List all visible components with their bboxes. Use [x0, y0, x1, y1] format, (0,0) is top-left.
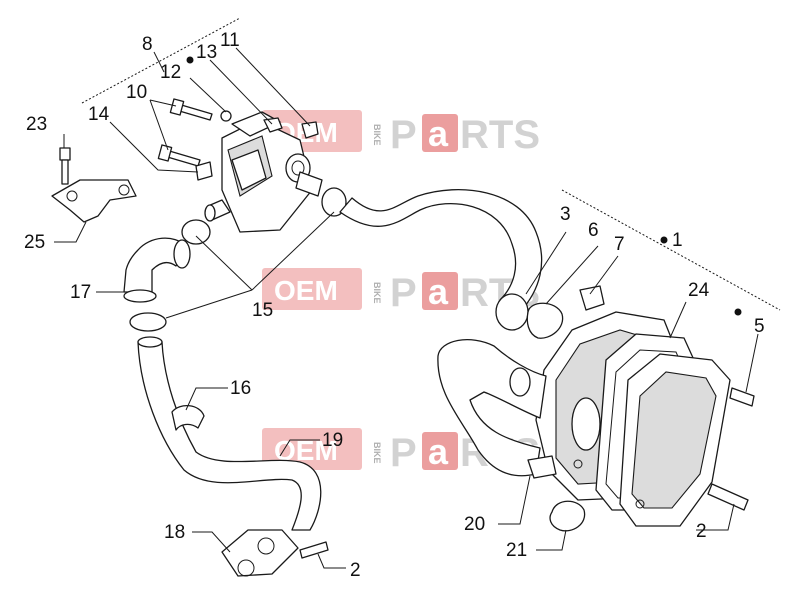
callout-1: 1 [672, 230, 683, 251]
svg-text:a: a [428, 431, 449, 472]
callout-14: 14 [88, 104, 110, 125]
svg-text:RTS: RTS [460, 113, 540, 157]
marker-dot-24 [734, 308, 742, 316]
callout-21: 21 [506, 540, 527, 561]
clamp-15-b [129, 312, 167, 332]
callout-13: 13 [196, 42, 217, 63]
clamp-15-a [181, 219, 211, 245]
callout-5: 5 [754, 316, 765, 337]
hose-lower-19 [137, 336, 322, 531]
callout-2-right: 2 [696, 521, 707, 542]
screw-2-lower [299, 541, 329, 559]
svg-text:a: a [428, 271, 449, 312]
callout-16: 16 [230, 378, 251, 399]
svg-text:a: a [428, 113, 449, 154]
callout-23: 23 [26, 114, 47, 135]
clamp-15-c [321, 187, 347, 217]
callout-15: 15 [252, 300, 273, 321]
callout-numbers: 1 2 2 3 5 6 7 8 10 11 12 13 14 15 16 17 … [24, 30, 765, 581]
bracket-group-1 [561, 189, 781, 311]
callout-11: 11 [220, 30, 240, 51]
callout-24: 24 [688, 280, 710, 301]
secondary-air-valve [204, 111, 323, 233]
clamp-16 [171, 405, 205, 431]
nut-11 [301, 121, 319, 139]
pipe-20 [437, 339, 557, 479]
callout-10: 10 [126, 82, 147, 103]
marker-dot-1 [660, 236, 668, 244]
clip-7 [579, 285, 605, 311]
callout-7: 7 [614, 234, 625, 255]
bracket-group-8 [81, 17, 241, 104]
hose-end-3 [495, 293, 529, 331]
spacer-14 [195, 161, 213, 181]
svg-text:P: P [390, 113, 417, 157]
callout-12: 12 [160, 62, 181, 83]
clamp-6 [526, 302, 564, 339]
callout-25: 25 [24, 232, 45, 253]
callout-18: 18 [164, 522, 185, 543]
svg-text:BIKE: BIKE [372, 124, 382, 146]
callout-20: 20 [464, 514, 485, 535]
elbow-hose-17 [123, 237, 191, 303]
svg-text:OEM: OEM [274, 275, 338, 306]
screw-10-lower [157, 144, 201, 167]
callout-8: 8 [142, 34, 153, 55]
screw-5 [729, 387, 755, 407]
leader-lines [54, 47, 759, 569]
flange-18 [221, 529, 299, 577]
svg-text:BIKE: BIKE [372, 442, 382, 464]
svg-text:P: P [390, 271, 417, 315]
screw-23 [59, 147, 71, 185]
callout-17: 17 [70, 282, 91, 303]
marker-dot-13 [186, 56, 194, 64]
washer-12 [220, 110, 232, 122]
nut-13 [263, 117, 283, 133]
svg-text:P: P [390, 431, 417, 475]
screw-10-upper [169, 98, 213, 121]
callout-3: 3 [560, 204, 571, 225]
callout-19: 19 [322, 430, 343, 451]
watermark-top: OEM BIKE P a RTS [262, 110, 540, 157]
callout-2-lower: 2 [350, 560, 361, 581]
bracket-25 [51, 179, 137, 223]
clamp-21 [549, 500, 586, 532]
svg-text:BIKE: BIKE [372, 282, 382, 304]
screw-2-right [707, 483, 749, 511]
callout-6: 6 [588, 220, 599, 241]
reed-valve-cover [619, 353, 731, 527]
